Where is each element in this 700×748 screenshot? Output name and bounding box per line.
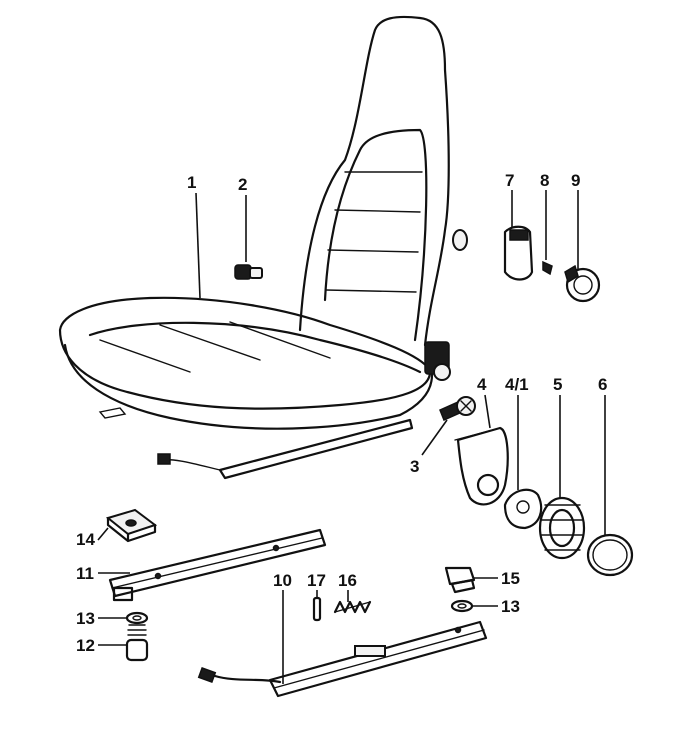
block-part: [105, 508, 158, 543]
clip-part: [542, 260, 553, 276]
callout-1: 1: [187, 173, 197, 192]
knob-ring-part: [538, 496, 586, 560]
seat-assembly: [58, 15, 468, 480]
callout-11: 11: [76, 564, 94, 583]
lever-part: [503, 225, 534, 281]
leader-14: [97, 527, 109, 541]
callout-17: 17: [307, 571, 326, 590]
pin-part: [312, 596, 322, 622]
leader-1: [195, 192, 201, 299]
leader-4: [484, 394, 491, 429]
callout-2: 2: [238, 175, 248, 194]
knob-part: [564, 264, 601, 303]
lower-rail-part: [197, 620, 488, 698]
callout-9: 9: [571, 171, 581, 190]
callout-5: 5: [553, 375, 563, 394]
callout-12: 12: [76, 636, 95, 655]
upper-rail-part: [108, 528, 327, 602]
callout-4: 4: [477, 375, 487, 394]
cover-part: [454, 426, 509, 506]
callout-4-1: 4/1: [505, 375, 529, 394]
hex-bolt-part: [444, 566, 476, 594]
callout-7: 7: [505, 171, 515, 190]
leader-lines: [97, 190, 606, 684]
callout-16: 16: [338, 571, 357, 590]
spring-part: [333, 600, 372, 614]
washer-left-part: [125, 611, 149, 625]
leader-3: [421, 419, 448, 456]
cap-part: [586, 533, 634, 577]
callout-14: 14: [76, 530, 95, 549]
washer-right-part: [450, 599, 474, 613]
seat-button-part: [234, 264, 263, 280]
callout-8: 8: [540, 171, 550, 190]
callout-10: 10: [273, 571, 292, 590]
callout-15: 15: [501, 569, 520, 588]
bracket-part: [503, 488, 543, 530]
callout-13-right: 13: [501, 597, 520, 616]
screw-part: [439, 396, 476, 422]
callout-13-left: 13: [76, 609, 95, 628]
bolt-part: [125, 624, 149, 662]
callout-3: 3: [410, 457, 420, 476]
callout-6: 6: [598, 375, 608, 394]
